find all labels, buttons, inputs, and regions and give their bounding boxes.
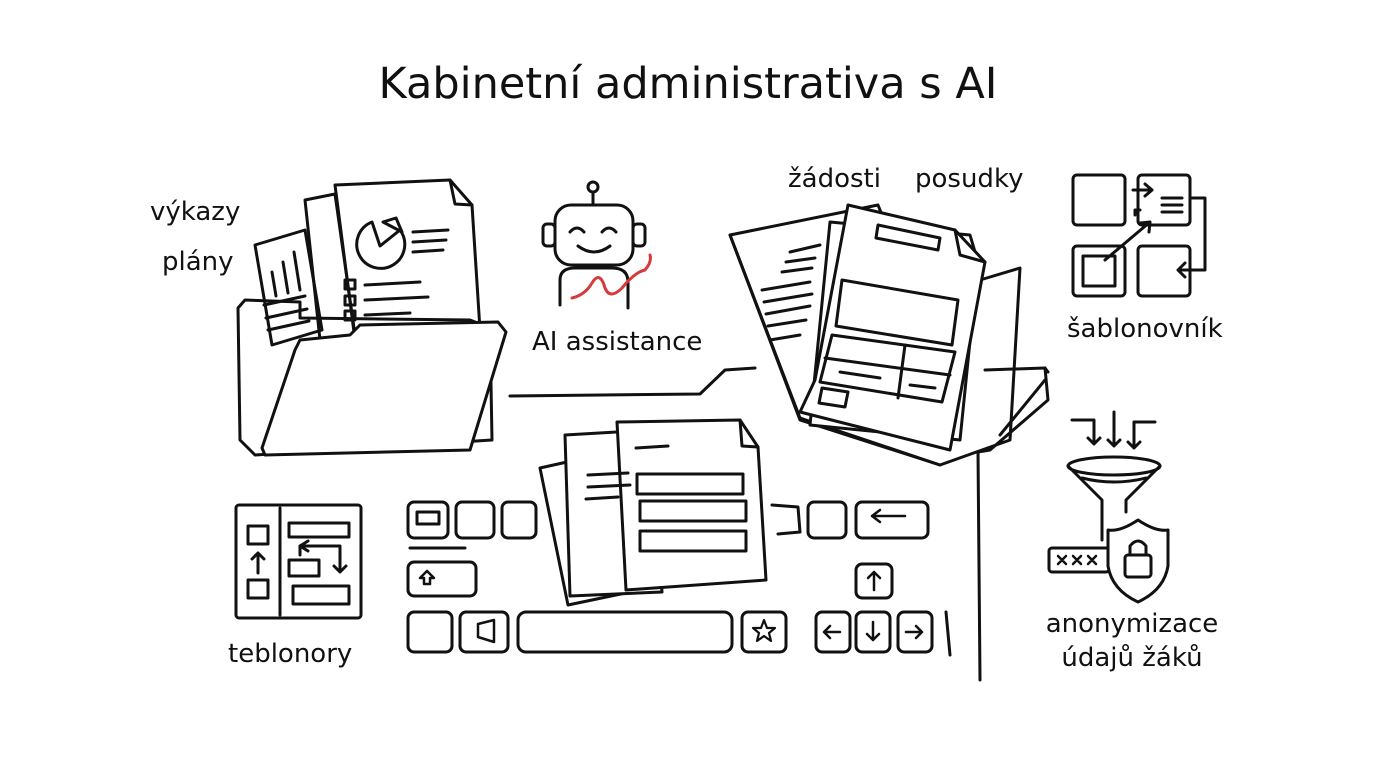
label-vykazy: výkazy <box>150 197 241 227</box>
label-ai-assistance: AI assistance <box>532 327 703 357</box>
template-flow-icon <box>1071 173 1207 298</box>
connector-line <box>508 366 757 398</box>
robot-icon <box>541 180 652 310</box>
folder-icon <box>236 178 508 457</box>
document-stack-icon <box>728 203 1022 467</box>
label-sablonovnik: šablonovník <box>1067 314 1223 344</box>
shield-lock-icon <box>1106 518 1170 604</box>
label-teblonory: teblonory <box>228 639 353 669</box>
label-udaju-zaku: údajů žáků <box>1061 643 1203 673</box>
label-anonymizace: anonymizace <box>1045 609 1219 639</box>
page-title: Kabinetní administrativa s AI <box>378 59 998 109</box>
document-icon <box>538 418 768 607</box>
label-posudky: posudky <box>915 164 1024 194</box>
label-zadosti: žádosti <box>788 164 881 194</box>
funnel-icon <box>1066 410 1162 542</box>
report-document-icon <box>333 178 482 342</box>
chart-document-icon <box>253 228 324 347</box>
layout-template-icon <box>234 503 363 620</box>
keyboard-icon <box>406 500 952 657</box>
masked-data-icon <box>1047 546 1111 574</box>
label-plany: plány <box>162 247 234 277</box>
desk-outline <box>976 366 1050 682</box>
